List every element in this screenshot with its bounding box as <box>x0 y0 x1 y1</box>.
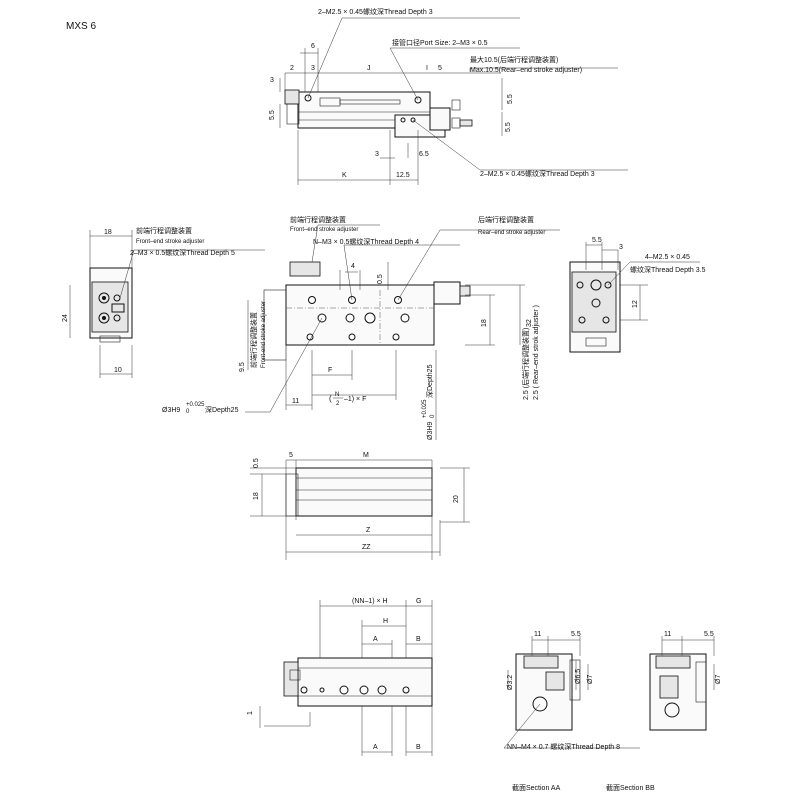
dim-A-top: A <box>373 636 378 643</box>
dim-24: 24 <box>62 314 69 322</box>
dim-ZZ: ZZ <box>362 544 371 551</box>
port-size-callout: 接管口径Port Size: 2–M3 × 0.5 <box>392 38 488 47</box>
dim-6.5: 6.5 <box>419 151 429 158</box>
dim-11: 11 <box>292 398 299 405</box>
dim-5-side: 5 <box>289 452 293 459</box>
front-adjuster-en: Front–end stroke adjuster <box>136 239 204 245</box>
bottom-view: (NN–1) × H G H A B A B 1 <box>247 598 433 756</box>
dim-12.5: 12.5 <box>396 172 410 179</box>
bb-dim-11: 11 <box>664 631 671 638</box>
max-stroke-cn: 最大10.5(后端行程调整装置) <box>470 55 558 64</box>
main-front-adjuster-cn: 前端行程调整装置 <box>290 215 346 224</box>
dim-0.5: 0.5 <box>377 274 384 284</box>
aa-dim-7: Ø7 <box>587 675 594 684</box>
top-view: 2–M2.5 × 0.45螺纹深Thread Depth 3 接管口径Port … <box>269 7 628 185</box>
right-end-view: 5.5 3 4–M2.5 × 0.45 螺纹深Thread Depth 3.5 … <box>569 237 706 353</box>
dim-H: H <box>383 618 388 625</box>
dim-3c: 3 <box>375 151 379 158</box>
vertical-front-adjuster-cn: 前端行程调整装置 <box>249 312 258 368</box>
hole-left-depth: 深Depth25 <box>205 405 239 414</box>
dim-G: G <box>416 598 421 605</box>
dim-NN: (NN–1) × H <box>352 598 388 605</box>
dim-I: I <box>426 65 428 72</box>
dim-K: K <box>342 172 347 179</box>
aa-dim-3.2: Ø3.2 <box>507 675 514 690</box>
hole-right-tol0: 0 <box>430 414 436 418</box>
right-thread-cn: 4–M2.5 × 0.45 <box>645 254 690 261</box>
dim-18-main: 18 <box>481 319 488 327</box>
aa-dim-6.5: Ø6.5 <box>575 669 582 684</box>
dim-10: 10 <box>114 367 122 374</box>
rear-adjuster-cn: 后端行程调整装置 <box>478 215 534 224</box>
front-adjuster-cn: 前端行程调整装置 <box>136 226 192 235</box>
dim-18: 18 <box>104 229 112 236</box>
dim-J: J <box>367 65 371 72</box>
hole-right-tol: +0.025 <box>422 399 428 418</box>
bb-dim-7: Ø7 <box>715 675 722 684</box>
section-aa-label: 截面Section AA <box>512 783 561 792</box>
dim-0.5-side: 0.5 <box>253 458 260 468</box>
dim-1: 1 <box>247 711 254 715</box>
dim-4: 4 <box>351 263 355 270</box>
aa-dim-11: 11 <box>534 631 541 638</box>
hole-left-tol: +0.025 <box>186 402 205 408</box>
dim-3b: 3 <box>270 77 274 84</box>
section-aa: 11 5.5 Ø3.2 Ø6.5 Ø7 NN–M4 × 0.7 螺纹深Threa… <box>503 631 640 792</box>
formula-rest: –1) × F <box>344 396 366 403</box>
right-thread-en: 螺纹深Thread Depth 3.5 <box>630 265 706 274</box>
dim-Z: Z <box>366 527 371 534</box>
aa-dim-5.5: 5.5 <box>571 631 581 638</box>
section-bb-label: 截面Section BB <box>606 783 655 792</box>
top-thread-callout: 2–M2.5 × 0.45螺纹深Thread Depth 3 <box>318 7 433 16</box>
dim-5.5-right: 5.5 <box>592 237 602 244</box>
nn-m4-thread-callout: NN–M4 × 0.7 螺纹深Thread Depth 8 <box>507 742 620 751</box>
formula-2: 2 <box>336 401 340 407</box>
side-view: 0.5 5 M 18 20 Z ZZ <box>250 452 470 560</box>
hole-left-tol0: 0 <box>186 409 190 415</box>
dim-5.5-right-bottom: 5.5 <box>505 122 512 132</box>
dim-18-side: 18 <box>253 492 260 500</box>
dim-A-bottom: A <box>373 744 378 751</box>
dim-5.5-right-top: 5.5 <box>507 94 514 104</box>
rear-adjuster-en: Rear–end stroke adjuster <box>478 230 545 236</box>
section-bb: 11 5.5 Ø7 截面Section BB <box>606 631 722 792</box>
dim-M: M <box>363 452 369 459</box>
hole-right-depth: 深Depth25 <box>425 364 434 398</box>
bb-dim-5.5: 5.5 <box>704 631 714 638</box>
dim-B-top: B <box>416 636 421 643</box>
formula-open: ( <box>329 394 332 403</box>
dim-F: F <box>328 367 332 374</box>
bottom-thread-callout: 2–M2.5 × 0.45螺纹深Thread Depth 3 <box>480 169 595 178</box>
dim-3: 3 <box>311 65 315 72</box>
drawing-title: MXS 6 <box>66 21 96 32</box>
dim-2: 2 <box>290 65 294 72</box>
vertical-front-adjuster-en: Front-end stroke adjuster <box>261 301 267 368</box>
dim-12: 12 <box>632 300 639 308</box>
max-stroke-en: Max.10.5(Rear–end stroke adjuster) <box>470 67 582 74</box>
dim-32: 32 <box>526 319 533 327</box>
nm3-thread-callout: N–M3 × 0.5螺纹深Thread Depth 4 <box>313 237 419 246</box>
left-thread-callout: 2–M3 × 0.5螺纹深Thread Depth 5 <box>130 248 235 257</box>
dim-B-bottom: B <box>416 744 421 751</box>
dim-6: 6 <box>311 43 315 50</box>
hole-left: Ø3H9 <box>162 407 180 414</box>
dim-3-right: 3 <box>619 244 623 251</box>
dim-9.5: 9.5 <box>239 362 246 372</box>
rear-25-en: 2.5 ( Rear–end strok adjuster ) <box>533 305 540 400</box>
left-end-view: 18 前端行程调整装置 Front–end stroke adjuster 2–… <box>62 226 265 378</box>
hole-right: Ø3H9 <box>427 422 434 440</box>
rear-25-cn: 2.5 (后端行程调整装置) <box>521 328 530 400</box>
dim-5.5-left: 5.5 <box>269 110 276 120</box>
main-front-adjuster-en: Front–end stroke adjuster <box>290 227 358 233</box>
dim-5: 5 <box>438 65 442 72</box>
dim-20: 20 <box>453 495 460 503</box>
formula-n: N <box>335 392 339 398</box>
main-front-view: 前端行程调整装置 Front–end stroke adjuster N–M3 … <box>162 215 560 440</box>
